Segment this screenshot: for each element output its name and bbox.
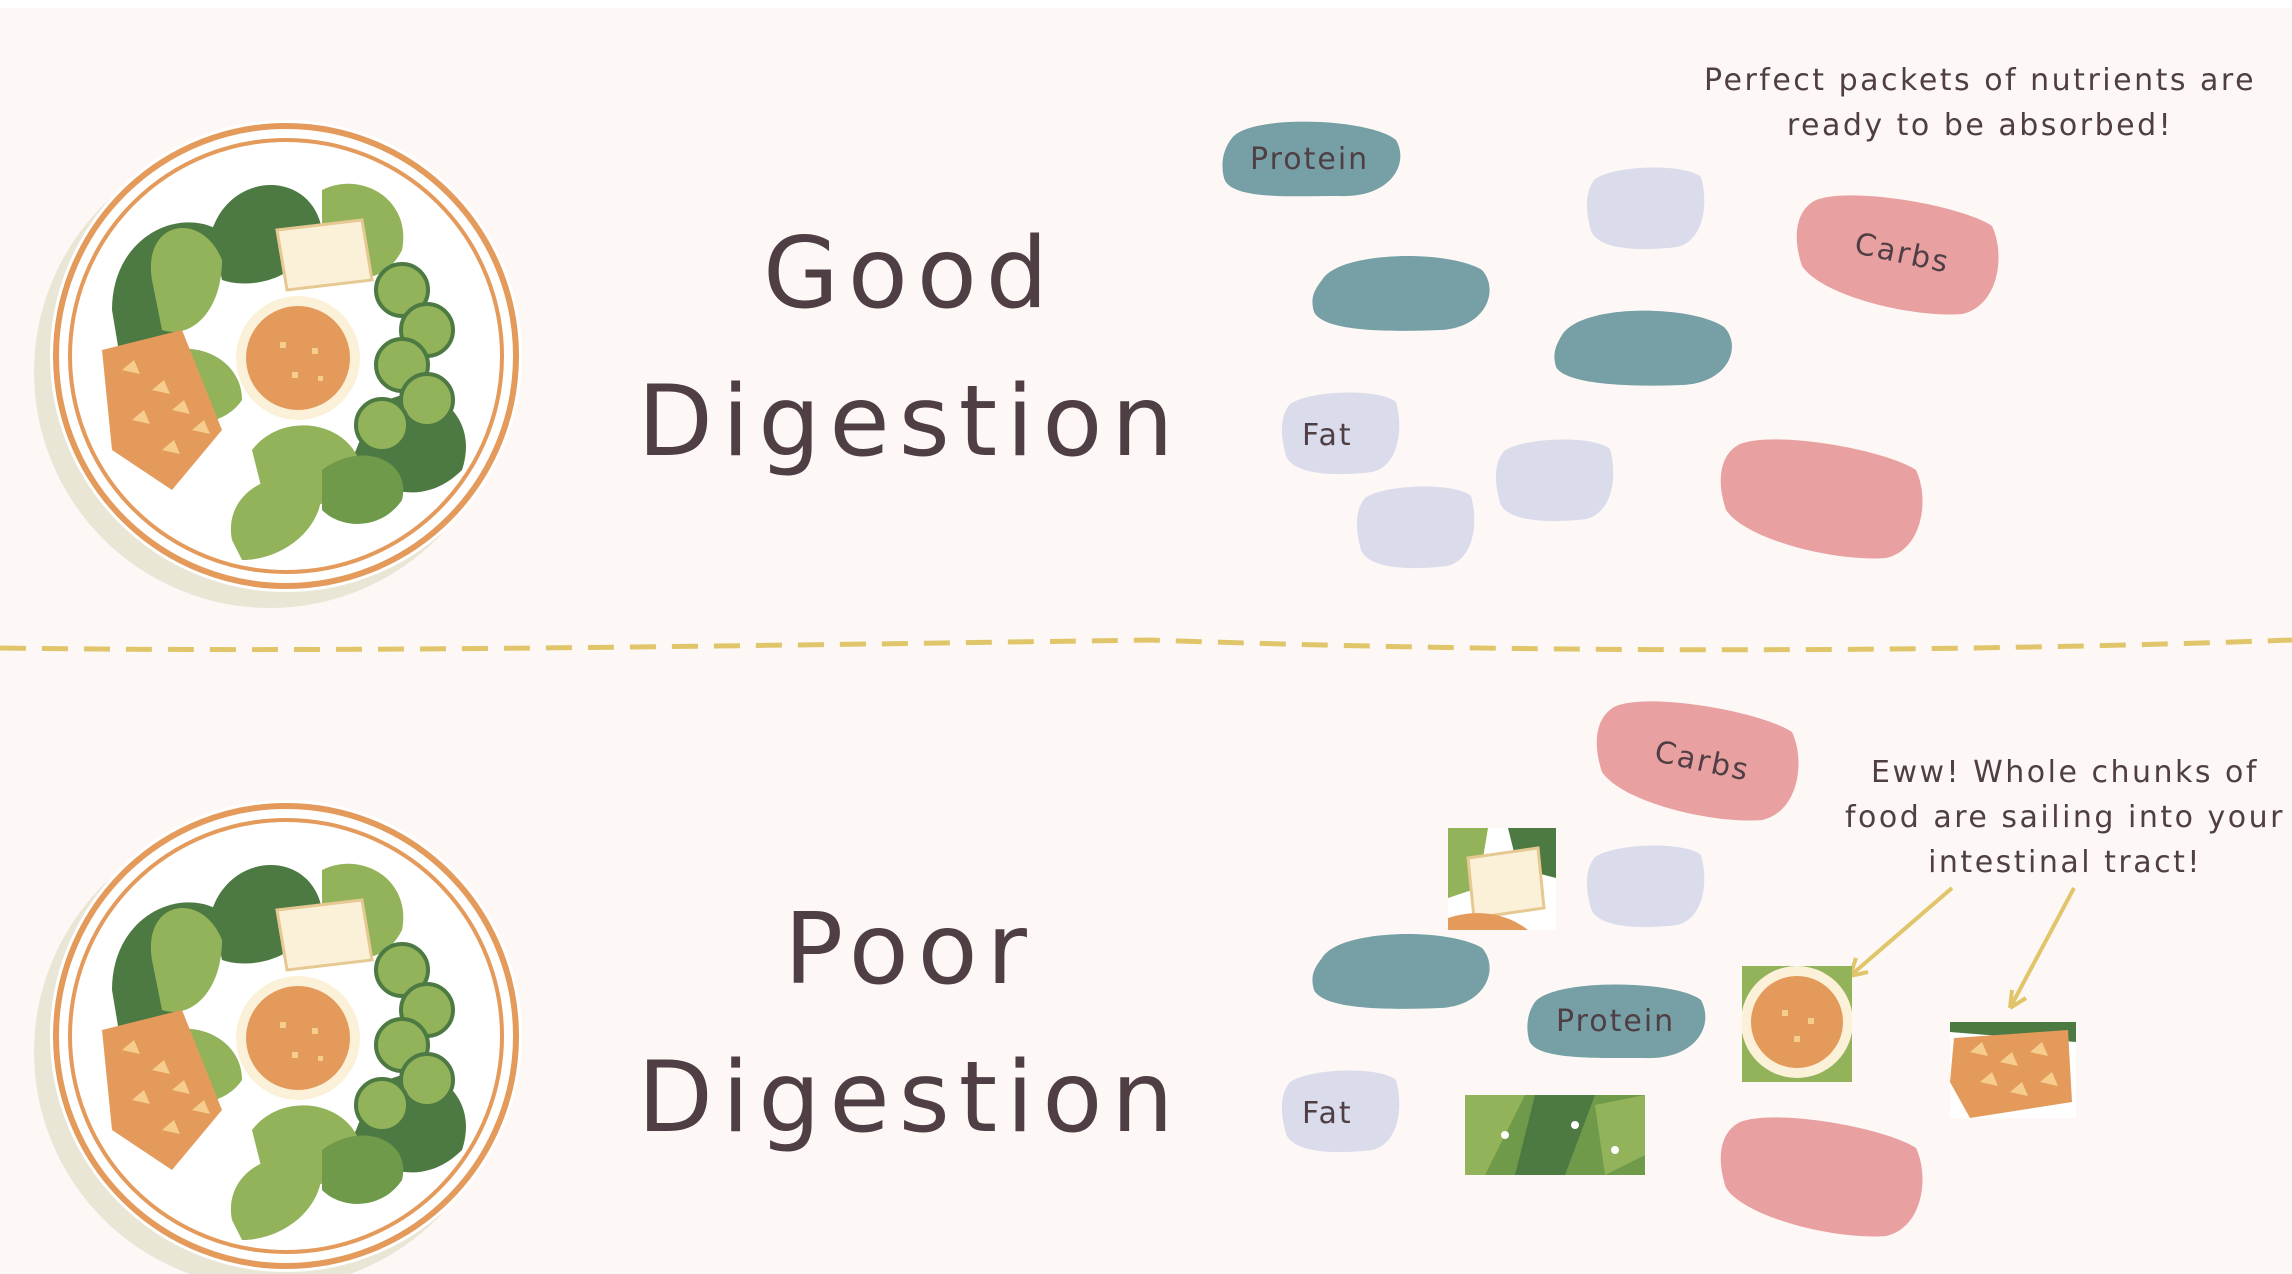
protein-packet: [1312, 256, 1490, 331]
poor-caption-line-2: food are sailing into your: [1845, 800, 2285, 835]
title-line-good: Good: [762, 217, 1058, 331]
carbs-packet: [1720, 1117, 1923, 1237]
title-line-digestion: Digestion: [637, 1041, 1183, 1155]
food-chunk-tofu: [1448, 828, 1556, 930]
good-digestion-title: Good Digestion: [600, 200, 1220, 496]
arrow-icon: [1848, 886, 2076, 1010]
carbs-packet: [1720, 439, 1923, 559]
fat-packet: [1356, 486, 1475, 569]
top-edge: [0, 0, 2292, 8]
poor-caption-line-3: intestinal tract!: [1928, 845, 2202, 880]
protein-packet: [1222, 121, 1401, 197]
poor-caption-line-1: Eww! Whole chunks of: [1871, 755, 2259, 790]
protein-packet: [1554, 310, 1732, 386]
food-chunk-leaves: [1465, 1095, 1645, 1175]
fat-packet: [1586, 167, 1705, 250]
poor-caption: Eww! Whole chunks of food are sailing in…: [1840, 750, 2290, 885]
title-line-poor: Poor: [784, 893, 1036, 1007]
salad-plate-icon: [22, 110, 542, 630]
salad-plate-icon: [22, 790, 542, 1274]
fat-packet: [1586, 845, 1705, 928]
protein-packet: [1312, 934, 1490, 1009]
fat-packet: [1281, 392, 1400, 475]
salad-plate-illustration: [34, 800, 522, 1274]
food-chunk-soup: [1742, 966, 1852, 1082]
protein-packet: [1527, 984, 1706, 1059]
carbs-packet: [1796, 195, 1999, 315]
fat-label: Fat: [1302, 418, 1353, 453]
fat-packet: [1495, 439, 1614, 522]
poor-digestion-title: Poor Digestion: [600, 876, 1220, 1172]
good-caption-line-2: ready to be absorbed!: [1786, 108, 2174, 143]
salad-plate-illustration: [34, 120, 522, 608]
title-line-digestion: Digestion: [637, 365, 1183, 479]
good-caption: Perfect packets of nutrients are ready t…: [1680, 58, 2280, 148]
section-divider: [0, 637, 2292, 653]
fat-label: Fat: [1302, 1096, 1353, 1131]
fat-packet: [1281, 1070, 1400, 1153]
protein-label: Protein: [1250, 142, 1370, 177]
carbs-packet: [1596, 701, 1799, 821]
protein-label: Protein: [1556, 1004, 1676, 1039]
food-chunk-carrots: [1950, 1022, 2076, 1118]
good-caption-line-1: Perfect packets of nutrients are: [1703, 63, 2257, 98]
